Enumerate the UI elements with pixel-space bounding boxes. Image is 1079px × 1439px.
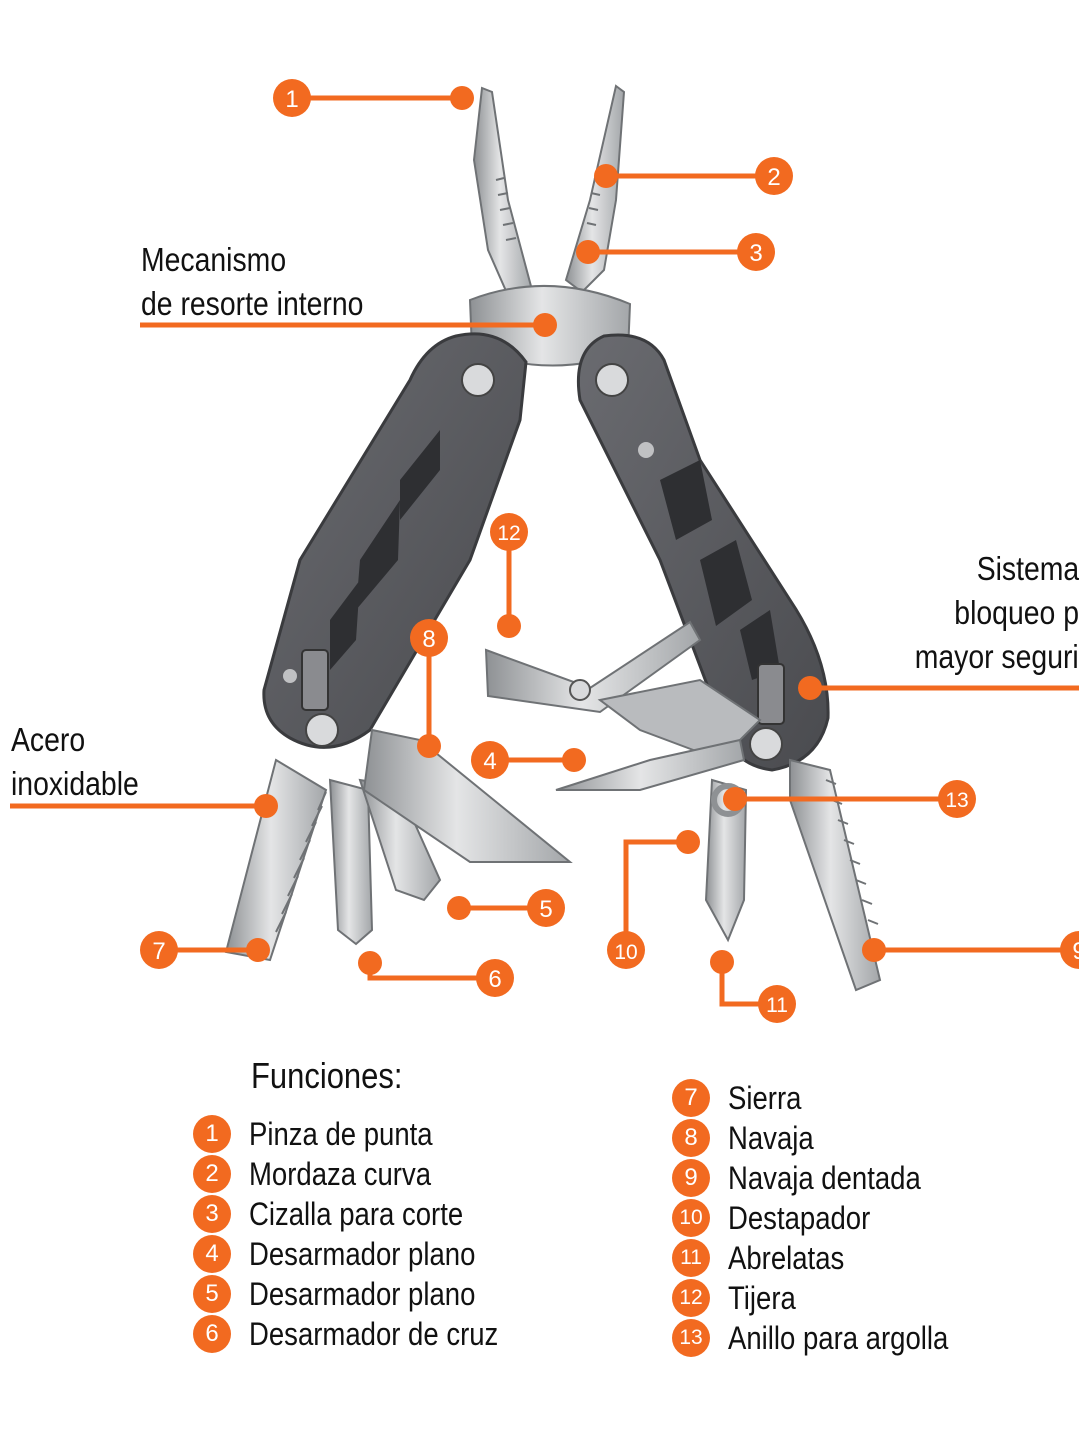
svg-text:11: 11 [766,994,788,1017]
callout-9: 9 [1060,931,1079,969]
svg-text:12: 12 [497,522,520,545]
lock-label-line2: bloqueo p [954,594,1079,631]
svg-text:3: 3 [749,240,762,267]
legend-badge: 2 [193,1155,231,1193]
legend-item-8: 8 Navaja [672,1118,828,1158]
svg-text:10: 10 [614,941,637,964]
legend-text: Anillo para argolla [728,1319,949,1356]
svg-text:6: 6 [488,966,501,993]
spring-label-line2: de resorte interno [141,285,364,322]
spring-label-line1: Mecanismo [141,241,287,278]
legend-text: Desarmador de cruz [249,1315,499,1352]
legend-item-6: 6 Desarmador de cruz [193,1314,539,1354]
legend-text: Navaja dentada [728,1159,921,1196]
legend-text: Desarmador plano [249,1275,476,1312]
legend-text: Navaja [728,1119,814,1156]
svg-text:13: 13 [945,789,968,812]
callout-3: 3 [737,233,775,271]
legend-text: Cizalla para corte [249,1195,464,1232]
svg-text:4: 4 [483,748,496,775]
legend-badge: 10 [672,1199,710,1237]
legend-badge: 3 [193,1195,231,1233]
left-handle [262,332,528,749]
callout-8: 8 [410,619,448,657]
legend-text: Sierra [728,1079,802,1116]
legend-badge: 9 [672,1159,710,1197]
callout-2: 2 [755,157,793,195]
legend-badge: 12 [672,1279,710,1317]
lock-label-line1: Sistema [976,550,1079,587]
legend-badge: 1 [193,1115,231,1153]
legend-text: Mordaza curva [249,1155,432,1192]
legend-text: Abrelatas [728,1239,845,1276]
legend-item-1: 1 Pinza de punta [193,1114,463,1154]
right-handle [576,333,830,772]
svg-text:7: 7 [152,938,165,965]
legend-item-4: 4 Desarmador plano [193,1234,512,1274]
svg-text:2: 2 [767,164,780,191]
callout-leaders [10,95,1079,1007]
callout-13: 13 [938,780,976,818]
left-tools [224,728,573,962]
callout-12: 12 [490,513,528,551]
legend-badge: 6 [193,1315,231,1353]
callout-10: 10 [607,931,645,969]
multitool-illustration [224,84,882,992]
svg-text:9: 9 [1072,938,1079,965]
legend-badge: 13 [672,1319,710,1357]
legend-item-7: 7 Sierra [672,1078,813,1118]
legend-badge: 4 [193,1235,231,1273]
svg-text:5: 5 [539,896,552,923]
legend-item-5: 5 Desarmador plano [193,1274,512,1314]
lock-label-line3: mayor seguri [914,638,1079,675]
steel-label-line2: inoxidable [11,765,139,802]
legend-badge: 5 [193,1275,231,1313]
callout-11: 11 [758,985,796,1023]
callout-dots [246,86,886,975]
callout-7: 7 [140,931,178,969]
right-tools [484,620,882,992]
legend-title: Funciones: [251,1055,403,1096]
legend-item-9: 9 Navaja dentada [672,1158,952,1198]
legend-badge: 7 [672,1079,710,1117]
legend-text: Desarmador plano [249,1235,476,1272]
callout-6: 6 [476,959,514,997]
legend-item-10: 10 Destapador [672,1198,893,1238]
callout-badges: 1 2 3 4 5 6 7 8 9 10 11 12 13 [140,79,1079,1023]
legend-text: Tijera [728,1279,796,1316]
legend-text: Destapador [728,1199,871,1236]
callout-4: 4 [471,741,509,779]
legend-item-13: 13 Anillo para argolla [672,1318,984,1358]
legend-text: Pinza de punta [249,1115,433,1152]
callout-1: 1 [273,79,311,117]
legend-item-2: 2 Mordaza curva [193,1154,461,1194]
legend-item-12: 12 Tijera [672,1278,807,1318]
callout-5: 5 [527,889,565,927]
legend-badge: 11 [672,1239,710,1277]
legend-item-3: 3 Cizalla para corte [193,1194,498,1234]
svg-text:8: 8 [422,626,435,653]
svg-text:1: 1 [285,86,298,113]
steel-label-line1: Acero [11,721,86,758]
legend-item-11: 11 Abrelatas [672,1238,863,1278]
leader-10 [623,839,688,950]
legend-badge: 8 [672,1119,710,1157]
